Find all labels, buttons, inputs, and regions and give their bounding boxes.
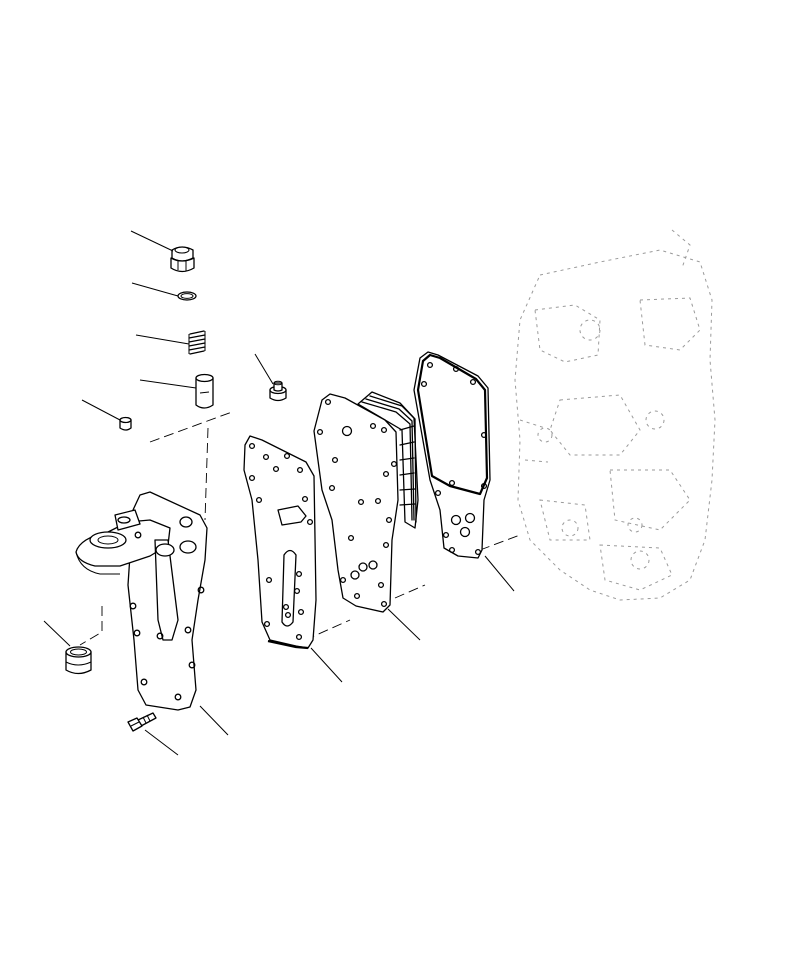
hex-plug-icon bbox=[170, 246, 195, 273]
leader-line-o-ring bbox=[131, 282, 179, 297]
sleeve-plug-icon bbox=[65, 646, 92, 675]
leader-line-plug bbox=[130, 230, 174, 252]
leader-line-housing bbox=[199, 705, 229, 736]
leader-line-sleeve-plug bbox=[43, 620, 71, 647]
small-plug-icon bbox=[119, 416, 132, 431]
leader-line-nipple bbox=[254, 353, 274, 385]
coil-spring-icon bbox=[188, 330, 206, 355]
leader-line-bolt bbox=[144, 729, 179, 756]
housing-icon bbox=[75, 491, 208, 711]
leader-line-spring bbox=[135, 334, 190, 345]
gasket-icon bbox=[413, 351, 491, 559]
gasket-icon bbox=[243, 435, 317, 650]
nipple-icon bbox=[269, 380, 287, 402]
engine-block-ghost bbox=[514, 229, 716, 601]
cooler-core-icon bbox=[313, 391, 419, 613]
leader-line-small-plug bbox=[81, 399, 121, 421]
leader-line-cooler-core bbox=[387, 608, 421, 641]
leader-line-core-gasket bbox=[484, 555, 515, 592]
leader-line-housing-gasket bbox=[310, 647, 343, 683]
o-ring-icon bbox=[177, 291, 197, 301]
bolt-icon bbox=[127, 712, 157, 732]
cylinder-valve-icon bbox=[195, 373, 214, 409]
assembly-centerlines bbox=[79, 411, 521, 646]
leader-line-valve-plunger bbox=[139, 379, 197, 389]
